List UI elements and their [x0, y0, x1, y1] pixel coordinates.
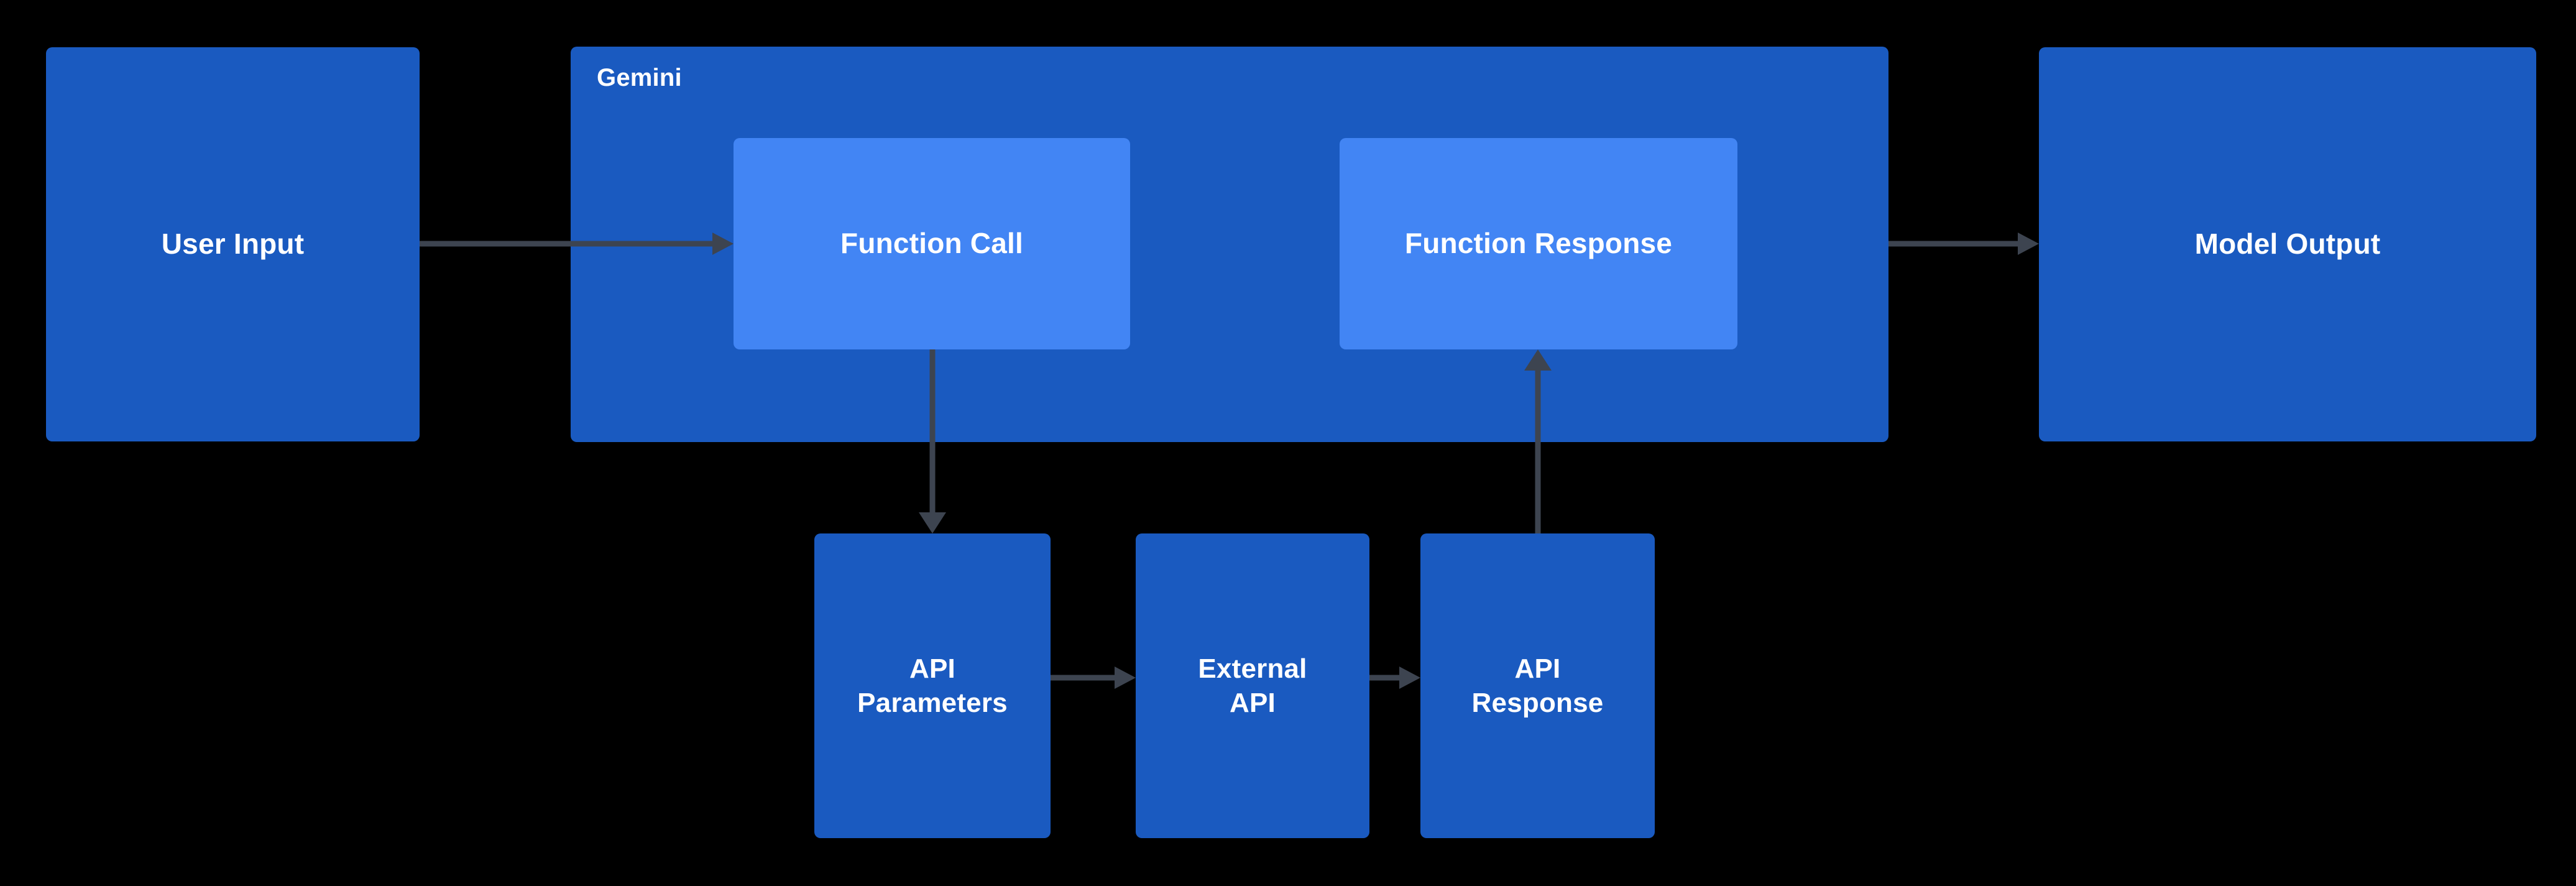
gemini-group-label: Gemini [597, 64, 682, 91]
edge-function-response-to-model-output [1888, 233, 2039, 255]
node-api-response[interactable]: API Response [1420, 533, 1655, 838]
edge-external-api-to-api-response [1369, 667, 1420, 689]
node-model-output[interactable]: Model Output [2039, 47, 2536, 441]
node-function-call[interactable]: Function Call [734, 138, 1130, 349]
node-external-api[interactable]: External API [1136, 533, 1369, 838]
node-api-parameters[interactable]: API Parameters [814, 533, 1051, 838]
node-function-response[interactable]: Function Response [1340, 138, 1737, 349]
edge-api-parameters-to-external-api [1051, 667, 1136, 689]
node-user-input[interactable]: User Input [46, 47, 420, 441]
